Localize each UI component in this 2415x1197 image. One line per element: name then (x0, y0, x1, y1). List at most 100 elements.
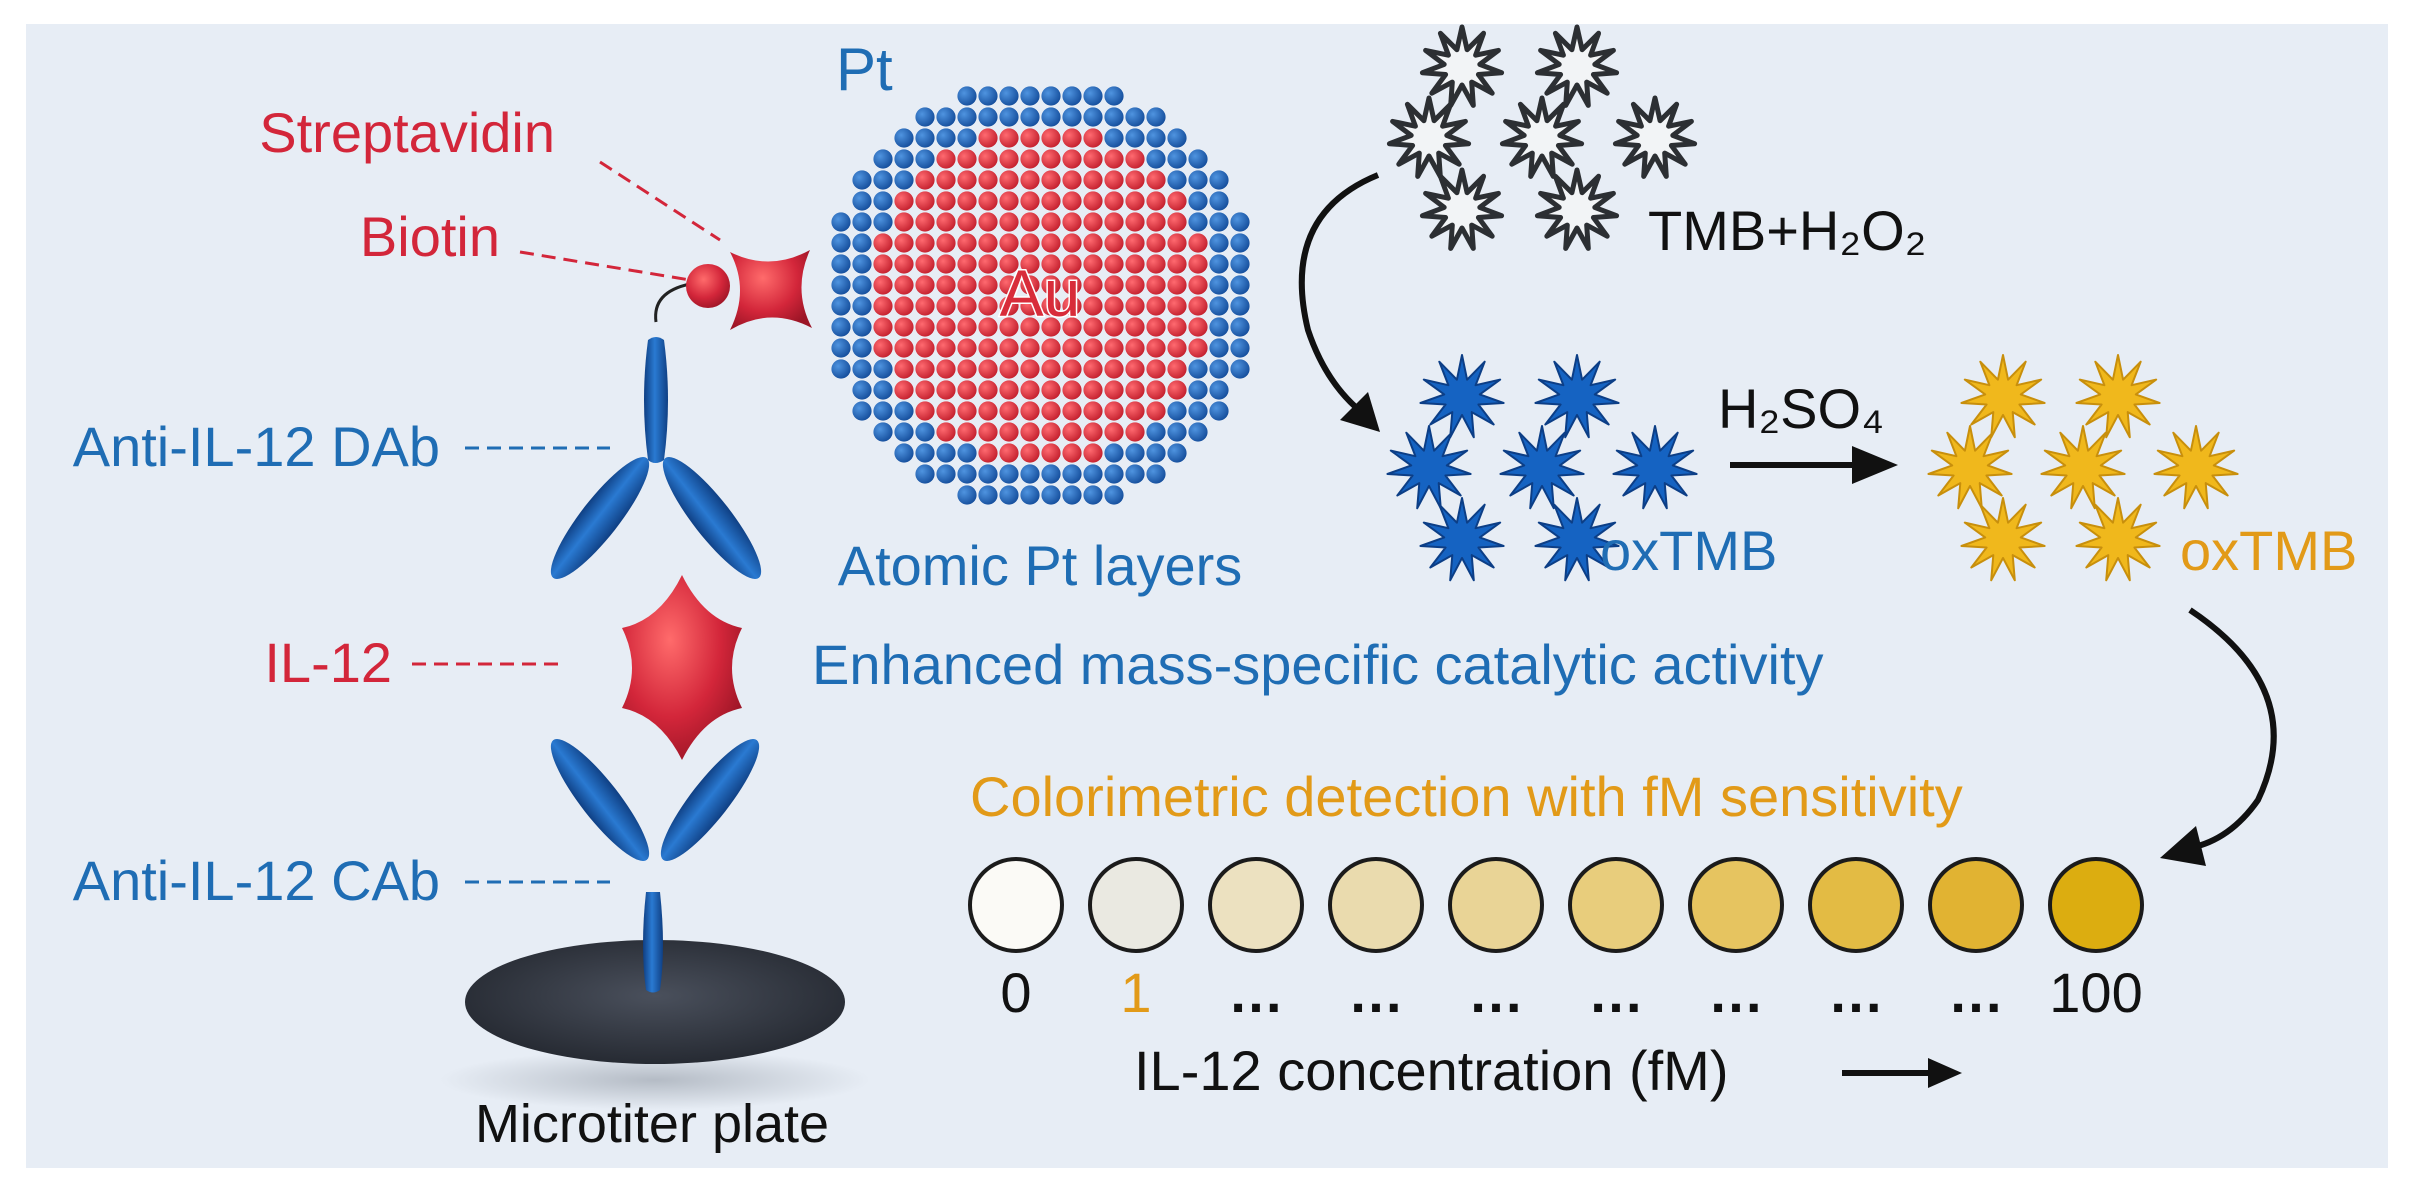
platinum-atom (1146, 107, 1166, 127)
gold-atom (915, 191, 935, 211)
gold-atom (999, 380, 1019, 400)
gold-atom (1125, 401, 1145, 421)
platinum-atom (852, 275, 872, 295)
platinum-atom (1167, 170, 1187, 190)
platinum-atom (915, 149, 935, 169)
platinum-atom (1041, 107, 1061, 127)
streptavidin-icon (730, 250, 812, 330)
platinum-atom (1125, 107, 1145, 127)
platinum-atom (915, 107, 935, 127)
platinum-atom (831, 317, 851, 337)
gold-atom (1125, 233, 1145, 253)
gold-atom (1188, 254, 1208, 274)
gold-atom (894, 212, 914, 232)
atomic-pt-layers-label: Atomic Pt layers (838, 534, 1243, 597)
gold-atom (936, 380, 956, 400)
gold-atom (936, 359, 956, 379)
platinum-atom (831, 254, 851, 274)
platinum-atom (1209, 338, 1229, 358)
gold-atom (957, 317, 977, 337)
platinum-atom (978, 485, 998, 505)
gold-atom (915, 338, 935, 358)
gold-atom (1062, 254, 1082, 274)
platinum-atom (1020, 107, 1040, 127)
platinum-atom (1209, 170, 1229, 190)
gold-atom (978, 128, 998, 148)
gold-atom (1062, 275, 1082, 295)
gold-atom (1083, 191, 1103, 211)
gold-atom (1083, 296, 1103, 316)
gold-atom (1062, 317, 1082, 337)
platinum-atom (852, 191, 872, 211)
concentration-well (1208, 857, 1304, 953)
gold-atom (978, 422, 998, 442)
biotin-sphere (686, 264, 730, 308)
gold-atom (1041, 212, 1061, 232)
gold-atom (1062, 212, 1082, 232)
concentration-well (1928, 857, 2024, 953)
gold-atom (978, 212, 998, 232)
platinum-atom (852, 338, 872, 358)
gold-atom (915, 233, 935, 253)
gold-atom (1062, 191, 1082, 211)
gold-atom (936, 233, 956, 253)
platinum-atom (1188, 149, 1208, 169)
concentration-well (1448, 857, 1544, 953)
gold-atom (873, 338, 893, 358)
concentration-well (2048, 857, 2144, 953)
gold-atom (1062, 128, 1082, 148)
curved-arrow-icon (2188, 607, 2277, 851)
streptavidin-label: Streptavidin (259, 101, 555, 164)
platinum-atom (1209, 233, 1229, 253)
gold-atom (1020, 254, 1040, 274)
blue-product-molecule-icon (1386, 425, 1472, 510)
gold-atom (915, 212, 935, 232)
gold-atom (1104, 212, 1124, 232)
platinum-atom (894, 128, 914, 148)
platinum-atom (1167, 128, 1187, 148)
platinum-atom (1146, 149, 1166, 169)
concentration-tick-label: … (1468, 961, 1524, 1024)
gold-atom (1125, 149, 1145, 169)
platinum-atom (1104, 485, 1124, 505)
gold-atom (999, 149, 1019, 169)
platinum-atom (1188, 191, 1208, 211)
gold-atom (1041, 233, 1061, 253)
gold-atom (894, 359, 914, 379)
gold-atom (873, 317, 893, 337)
concentration-well (1688, 857, 1784, 953)
gold-atom (1041, 254, 1061, 274)
platinum-atom (1230, 359, 1250, 379)
gold-atom (1083, 275, 1103, 295)
gold-atom (1041, 191, 1061, 211)
platinum-atom (915, 443, 935, 463)
concentration-tick-label: … (1228, 961, 1284, 1024)
oxtmb-yellow-label: oxTMB (2180, 519, 2357, 582)
blue-product-molecule-icon (1534, 354, 1620, 439)
platinum-atom (852, 170, 872, 190)
platinum-atom (978, 107, 998, 127)
platinum-atom (978, 464, 998, 484)
yellow-product-molecule-icon (2153, 425, 2239, 510)
yellow-product-molecule-icon (1960, 497, 2046, 582)
gold-atom (936, 422, 956, 442)
tmb-h2o2-label: TMB+H₂O₂ (1648, 199, 1926, 262)
platinum-atom (852, 359, 872, 379)
platinum-atom (1230, 338, 1250, 358)
platinum-atom (915, 464, 935, 484)
blue-product-molecule-icon (1419, 354, 1505, 439)
gold-atom (1188, 338, 1208, 358)
gold-atom (1104, 401, 1124, 421)
colorimetric-label: Colorimetric detection with fM sensitivi… (970, 765, 1963, 828)
platinum-atom (831, 212, 851, 232)
gold-atom (894, 233, 914, 253)
gold-atom (1188, 275, 1208, 295)
platinum-atom (936, 107, 956, 127)
platinum-atom (1020, 86, 1040, 106)
platinum-atom (1209, 212, 1229, 232)
gold-atom (1146, 233, 1166, 253)
gold-atom (936, 170, 956, 190)
platinum-atom (1020, 485, 1040, 505)
blue-product-molecule-icon (1499, 425, 1585, 510)
gold-atom (936, 275, 956, 295)
